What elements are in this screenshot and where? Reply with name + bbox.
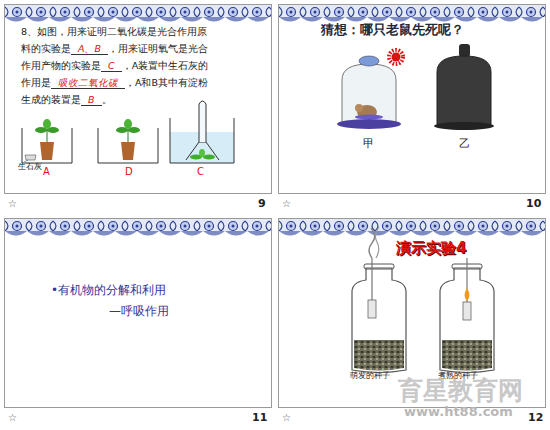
slide-subheading: —呼吸作用 xyxy=(109,303,169,320)
lime-dish xyxy=(25,155,36,160)
mouse-mat xyxy=(355,115,383,120)
base-plate xyxy=(434,122,494,130)
pot xyxy=(40,142,54,160)
star-symbol: ☆ xyxy=(282,199,291,209)
slide-title: 演示实验4 xyxy=(396,239,466,258)
black-bell xyxy=(437,56,491,126)
slide-heading: •有机物的分解和利用 xyxy=(51,282,166,299)
part-label: 生石灰 xyxy=(18,163,42,171)
slide-panel: •有机物的分解和利用 —呼吸作用 xyxy=(4,218,272,408)
slide-title: 猜想：哪只老鼠先死呢？ xyxy=(321,21,464,39)
pot xyxy=(121,142,135,160)
pattern-band xyxy=(279,219,545,231)
test-tube xyxy=(199,101,206,142)
porcelain-band xyxy=(5,5,271,22)
mouse-head xyxy=(355,104,363,112)
slide-panel: 8、如图，用来证明二氧化碳是光合作用原料的实验是A、B，用来证明氧气是光合作用产… xyxy=(4,4,272,194)
slide-panel: 猜想：哪只老鼠先死呢？ xyxy=(278,4,546,194)
slide-number: 9 xyxy=(258,198,266,209)
porcelain-band xyxy=(5,219,271,236)
slide-number: 11 xyxy=(252,412,267,423)
dark-bell-jar xyxy=(434,44,494,130)
beaker xyxy=(22,128,72,163)
pattern-band xyxy=(5,5,271,17)
watermark: 育星教育网 xyxy=(398,378,523,403)
porcelain-band xyxy=(279,219,545,236)
bottle xyxy=(352,268,406,373)
seeds xyxy=(442,340,492,371)
water-plant xyxy=(203,155,215,160)
porcelain-band xyxy=(279,5,545,22)
candle xyxy=(463,302,471,320)
leader-line xyxy=(24,160,28,162)
beaker xyxy=(98,128,158,163)
apparatus-letter: C xyxy=(197,167,204,177)
leaf xyxy=(124,119,132,129)
slide-number: 10 xyxy=(526,198,541,209)
jar-label: 甲 xyxy=(363,138,374,149)
knob xyxy=(459,44,470,57)
star-symbol: ☆ xyxy=(8,199,17,209)
bottle-boiled xyxy=(440,258,494,373)
knob xyxy=(359,56,379,66)
slide-body: 猜想：哪只老鼠先死呢？ xyxy=(279,5,547,193)
scallop-edge xyxy=(279,17,543,22)
answer-text: B xyxy=(81,94,102,106)
glass-bell xyxy=(342,64,396,124)
beaker-d xyxy=(98,119,158,163)
star-symbol: ☆ xyxy=(282,413,291,423)
pattern-band xyxy=(279,5,545,17)
leaf xyxy=(43,119,51,129)
smoke xyxy=(369,228,375,258)
apparatus-letter: A xyxy=(43,167,50,177)
sun-rays xyxy=(389,50,403,64)
beaker-a xyxy=(22,119,72,163)
slide-body: •有机物的分解和利用 —呼吸作用 xyxy=(5,219,273,407)
candle xyxy=(368,300,376,318)
stem xyxy=(47,129,48,142)
beaker-c xyxy=(170,101,234,163)
slide-body: 8、如图，用来证明二氧化碳是光合作用原料的实验是A、B，用来证明氧气是光合作用产… xyxy=(21,23,211,108)
pattern-band xyxy=(5,219,271,231)
seeds xyxy=(354,340,404,371)
apparatus-letter: D xyxy=(125,167,133,177)
scallop-edge xyxy=(5,231,269,236)
stem xyxy=(128,129,129,142)
star-symbol: ☆ xyxy=(8,413,17,423)
glass-bell-jar xyxy=(337,56,401,129)
scallop-edge xyxy=(5,17,269,22)
jar-label: 乙 xyxy=(459,138,470,149)
water-plant xyxy=(199,149,205,157)
scallop-edge xyxy=(279,231,543,236)
slide-number: 12 xyxy=(528,412,543,423)
bottle-rim xyxy=(364,264,394,269)
sun-symbol xyxy=(389,50,403,64)
answer-text: C xyxy=(101,60,122,72)
base-plate xyxy=(337,119,401,129)
question-text: 。 xyxy=(102,94,112,105)
wire xyxy=(371,258,372,302)
sun-core xyxy=(392,53,401,62)
bottle-label: 萌发的种子 xyxy=(350,372,390,380)
smoke xyxy=(375,227,379,258)
funnel xyxy=(186,142,219,160)
answer-text: 吸收二氧化碳 xyxy=(51,77,125,89)
flame xyxy=(465,288,470,301)
answer-text: A、B xyxy=(71,43,108,55)
watermark: www.ht88.com xyxy=(404,405,513,418)
